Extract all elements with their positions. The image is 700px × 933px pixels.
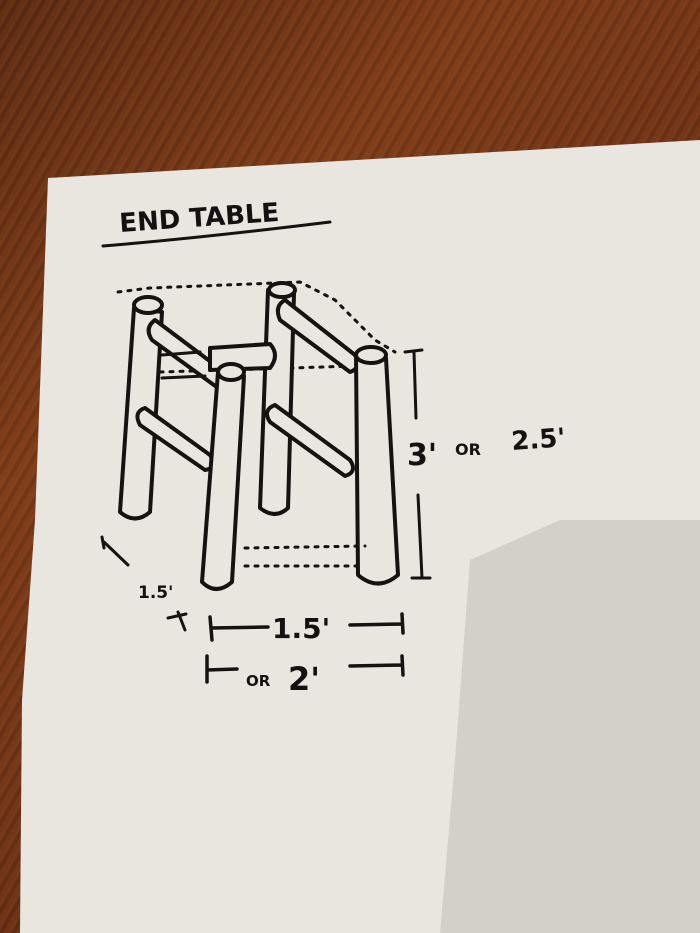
rail-bottom-right — [264, 403, 356, 478]
width-dimension: 1.5' OR 2' — [205, 612, 405, 698]
title-underline — [101, 220, 332, 248]
depth-dimension: 1.5' — [100, 535, 188, 632]
height-alternate: 2.5' — [510, 423, 566, 457]
width-primary: 1.5' — [272, 612, 330, 645]
leg-front-left — [200, 362, 246, 591]
width-alternate: 2' — [288, 660, 320, 698]
photo-shadow — [440, 520, 700, 933]
hidden-lines — [243, 544, 367, 568]
height-dimension: 3' OR 2.5' — [403, 348, 566, 580]
width-or: OR — [246, 672, 271, 690]
depth-value: 1.5' — [138, 583, 173, 603]
height-or: OR — [455, 440, 481, 459]
height-primary: 3' — [407, 438, 437, 473]
leg-front-right — [354, 345, 400, 586]
